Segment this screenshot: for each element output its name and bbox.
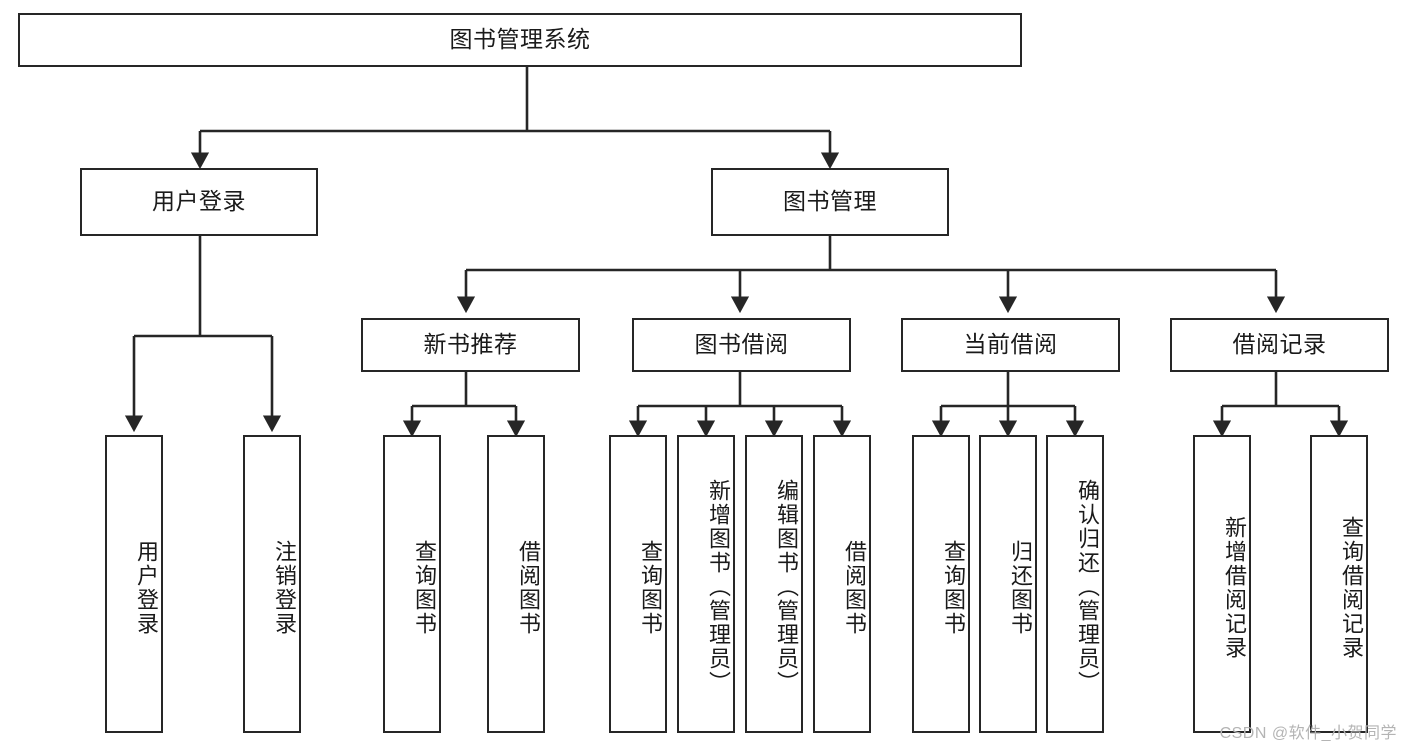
node-new-book-recommend-label: 新书推荐 <box>423 331 518 358</box>
node-book-borrow-label: 图书借阅 <box>694 331 789 358</box>
node-leaf-edit-book-label: 编辑图书（管理员） <box>774 479 799 695</box>
csdn-watermark: CSDN @软件_小贺同学 <box>1219 725 1397 742</box>
node-book-manage[interactable]: 图书管理 <box>711 168 949 236</box>
node-leaf-return-book[interactable]: 归还图书 <box>979 435 1037 733</box>
node-user-login[interactable]: 用户登录 <box>80 168 318 236</box>
node-user-login-label: 用户登录 <box>152 188 246 215</box>
node-current-borrow-label: 当前借阅 <box>963 331 1058 358</box>
node-leaf-logout-login-label: 注销登录 <box>272 540 297 636</box>
node-leaf-edit-book[interactable]: 编辑图书（管理员） <box>745 435 803 733</box>
node-root-system[interactable]: 图书管理系统 <box>18 13 1022 67</box>
node-leaf-query-book-3-label: 查询图书 <box>941 540 966 636</box>
node-borrow-record-label: 借阅记录 <box>1232 331 1327 358</box>
node-leaf-add-book-label: 新增图书（管理员） <box>706 479 731 695</box>
node-leaf-query-borrow-record[interactable]: 查询借阅记录 <box>1310 435 1368 733</box>
node-leaf-confirm-return[interactable]: 确认归还（管理员） <box>1046 435 1104 733</box>
node-book-manage-label: 图书管理 <box>783 188 877 215</box>
node-leaf-query-book-2-label: 查询图书 <box>638 540 663 636</box>
node-book-borrow[interactable]: 图书借阅 <box>632 318 851 372</box>
node-leaf-query-borrow-record-label: 查询借阅记录 <box>1339 516 1364 660</box>
node-leaf-query-book-3[interactable]: 查询图书 <box>912 435 970 733</box>
node-leaf-logout-login[interactable]: 注销登录 <box>243 435 301 733</box>
node-current-borrow[interactable]: 当前借阅 <box>901 318 1120 372</box>
node-leaf-borrow-book-2-label: 借阅图书 <box>842 540 867 636</box>
node-borrow-record[interactable]: 借阅记录 <box>1170 318 1389 372</box>
node-leaf-add-borrow-record[interactable]: 新增借阅记录 <box>1193 435 1251 733</box>
node-leaf-query-book-1[interactable]: 查询图书 <box>383 435 441 733</box>
node-leaf-user-login[interactable]: 用户登录 <box>105 435 163 733</box>
node-leaf-add-book[interactable]: 新增图书（管理员） <box>677 435 735 733</box>
node-leaf-query-book-1-label: 查询图书 <box>412 540 437 636</box>
node-leaf-return-book-label: 归还图书 <box>1008 540 1033 636</box>
node-leaf-query-book-2[interactable]: 查询图书 <box>609 435 667 733</box>
node-leaf-borrow-book-2[interactable]: 借阅图书 <box>813 435 871 733</box>
node-root-system-label: 图书管理系统 <box>449 26 591 53</box>
node-new-book-recommend[interactable]: 新书推荐 <box>361 318 580 372</box>
node-leaf-add-borrow-record-label: 新增借阅记录 <box>1222 516 1247 660</box>
node-leaf-borrow-book-1[interactable]: 借阅图书 <box>487 435 545 733</box>
node-leaf-user-login-label: 用户登录 <box>134 540 159 636</box>
node-leaf-confirm-return-label: 确认归还（管理员） <box>1075 479 1100 695</box>
node-leaf-borrow-book-1-label: 借阅图书 <box>516 540 541 636</box>
